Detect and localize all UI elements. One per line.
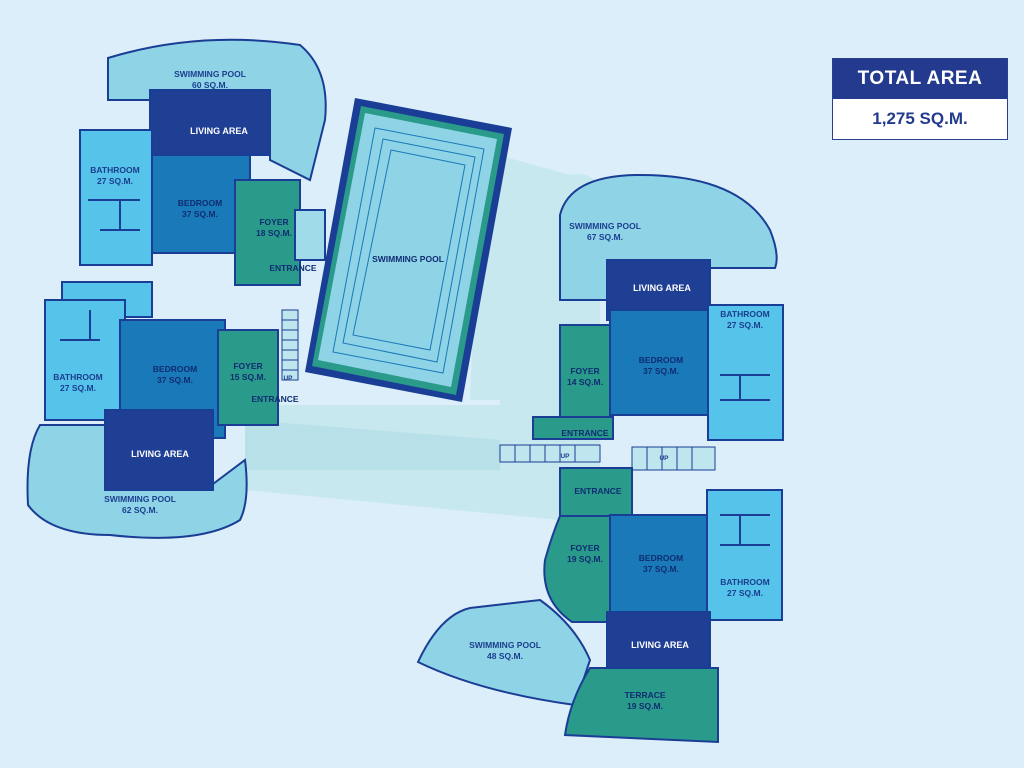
villa1-pool bbox=[107, 38, 327, 182]
villa3-foyer-area: 14 SQ.M. bbox=[567, 377, 603, 387]
villa4-bath-name: BATHROOM bbox=[720, 577, 769, 587]
main-pool: SWIMMING POOL bbox=[305, 98, 512, 402]
villa-4: ENTRANCE UP FOYER 19 SQ.M. BEDROOM 37 SQ… bbox=[416, 446, 783, 744]
villa2-bathroom bbox=[44, 299, 126, 421]
villa3-bath-name: BATHROOM bbox=[720, 309, 769, 319]
villa1-living bbox=[149, 89, 271, 156]
villa1-entrance: ENTRANCE bbox=[269, 263, 317, 273]
villa4-terrace-area: 19 SQ.M. bbox=[627, 701, 663, 711]
villa4-entrance-area bbox=[559, 467, 633, 517]
villa3-foyer-name: FOYER bbox=[570, 366, 599, 376]
villa1-bath-area: 27 SQ.M. bbox=[97, 176, 133, 186]
villa4-bathroom bbox=[706, 489, 783, 621]
villa-3: SWIMMING POOL 67 SQ.M. LIVING AREA BATHR… bbox=[499, 173, 784, 463]
villa2-pool-area: 62 SQ.M. bbox=[122, 505, 158, 515]
villa2-pool-name: SWIMMING POOL bbox=[104, 494, 176, 504]
villa3-pool bbox=[559, 173, 778, 301]
villa1-pool-name: SWIMMING POOL bbox=[174, 69, 246, 79]
villa1-foyer-area: 18 SQ.M. bbox=[256, 228, 292, 238]
main-pool-label: SWIMMING POOL bbox=[372, 254, 444, 264]
villa2-entrance: ENTRANCE bbox=[251, 394, 299, 404]
villa2-bath-area: 27 SQ.M. bbox=[60, 383, 96, 393]
villa-2: BATHROOM 27 SQ.M. BEDROOM 37 SQ.M. FOYER… bbox=[26, 281, 299, 539]
villa3-entrance-area bbox=[532, 416, 614, 440]
villa2-bath-name: BATHROOM bbox=[53, 372, 102, 382]
villa2-stairs-up: UP bbox=[283, 375, 293, 382]
villa1-bath-name: BATHROOM bbox=[90, 165, 139, 175]
villa4-foyer-area: 19 SQ.M. bbox=[567, 554, 603, 564]
villa4-bed-area: 37 SQ.M. bbox=[643, 564, 679, 574]
villa2-living bbox=[104, 409, 214, 491]
villa1-bed-area: 37 SQ.M. bbox=[182, 209, 218, 219]
villa4-terrace bbox=[563, 667, 719, 744]
villa2-foyer-area: 15 SQ.M. bbox=[230, 372, 266, 382]
villa1-foyer-name: FOYER bbox=[259, 217, 288, 227]
villa2-foyer bbox=[217, 329, 279, 426]
villa3-pool-area: 67 SQ.M. bbox=[587, 232, 623, 242]
villa-1: SWIMMING POOL 60 SQ.M. LIVING AREA BATHR… bbox=[79, 38, 327, 286]
villa1-bed-name: BEDROOM bbox=[178, 198, 222, 208]
villa3-pool-name: SWIMMING POOL bbox=[569, 221, 641, 231]
villa4-foyer-name: FOYER bbox=[570, 543, 599, 553]
villa4-living bbox=[606, 611, 711, 670]
villa2-bed-name: BEDROOM bbox=[153, 364, 197, 374]
villa4-terrace-name: TERRACE bbox=[624, 690, 665, 700]
villa4-entrance: ENTRANCE bbox=[574, 486, 622, 496]
villa2-living-label: LIVING AREA bbox=[131, 449, 189, 459]
villa2-foyer-name: FOYER bbox=[233, 361, 262, 371]
villa3-entrance: ENTRANCE bbox=[561, 428, 609, 438]
villa4-pool bbox=[416, 598, 592, 707]
villa3-bathroom bbox=[707, 304, 784, 441]
villa3-bed-area: 37 SQ.M. bbox=[643, 366, 679, 376]
villa3-stairs-up: UP bbox=[560, 453, 570, 460]
villa1-pool-area: 60 SQ.M. bbox=[192, 80, 228, 90]
villa4-foyer bbox=[543, 515, 611, 623]
villa3-living-label: LIVING AREA bbox=[633, 283, 691, 293]
villa3-bed-name: BEDROOM bbox=[639, 355, 683, 365]
villa4-bed-name: BEDROOM bbox=[639, 553, 683, 563]
villa3-bedroom bbox=[609, 309, 711, 416]
villa1-bathroom bbox=[79, 129, 153, 266]
total-area-title: TOTAL AREA bbox=[833, 59, 1007, 99]
villa4-pool-area: 48 SQ.M. bbox=[487, 651, 523, 661]
total-area-box: TOTAL AREA 1,275 SQ.M. bbox=[832, 58, 1008, 140]
villa4-living-label: LIVING AREA bbox=[631, 640, 689, 650]
villa1-living-label: LIVING AREA bbox=[190, 126, 248, 136]
walkway bbox=[245, 420, 500, 470]
villa2-bed-area: 37 SQ.M. bbox=[157, 375, 193, 385]
villa2-pool bbox=[26, 424, 248, 539]
villa4-bath-area: 27 SQ.M. bbox=[727, 588, 763, 598]
villa4-stairs-up: UP bbox=[659, 455, 669, 462]
villa3-foyer bbox=[559, 324, 611, 418]
villa3-bath-area: 27 SQ.M. bbox=[727, 320, 763, 330]
villa4-pool-name: SWIMMING POOL bbox=[469, 640, 541, 650]
villa1-bedroom bbox=[149, 154, 251, 254]
total-area-value: 1,275 SQ.M. bbox=[872, 109, 968, 128]
